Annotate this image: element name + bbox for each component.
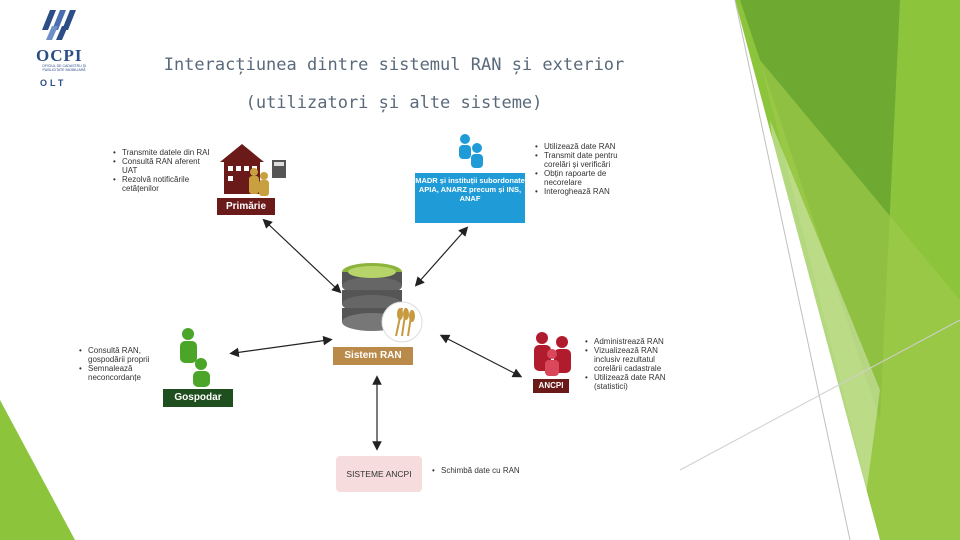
primarie-bullets: Transmite datele din RAI Consultă RAN af…	[112, 148, 210, 193]
users-red-icon	[534, 332, 571, 376]
sisteme-ancpi-box: SISTEME ANCPI	[336, 456, 422, 492]
list-item: Utilizează date RAN (statistici)	[584, 373, 684, 391]
list-item: Utilizează date RAN	[534, 142, 634, 151]
list-item: Obțin rapoarte de necorelare	[534, 169, 634, 187]
list-item: Interoghează RAN	[534, 187, 634, 196]
list-item: Schimbă date cu RAN	[431, 466, 521, 475]
wheat-icon	[381, 301, 423, 343]
logo-region: OLT	[40, 78, 67, 88]
slide-title-line1: Interacțiunea dintre sistemul RAN și ext…	[163, 55, 625, 75]
slide-title-line2: (utilizatori și alte sisteme)	[245, 93, 543, 113]
arrow-primarie-ran	[262, 218, 342, 294]
sistem-ran-box: Sistem RAN	[333, 347, 413, 365]
madr-bullets: Utilizează date RAN Transmit date pentru…	[534, 142, 634, 196]
list-item: Transmit date pentru corelări și verific…	[534, 151, 634, 169]
ocpi-logo: OCPI OFICIUL DE CADASTRU ȘI PUBLICITATE …	[28, 4, 100, 90]
ancpi-box: ANCPI	[533, 379, 569, 393]
arrow-madr-ran	[414, 226, 469, 287]
list-item: Rezolvă notificările cetățenilor	[112, 175, 210, 193]
gospodar-box: Gospodar	[163, 389, 233, 407]
list-item: Semnalează neconcordanțe	[78, 364, 164, 382]
list-item: Administrează RAN	[584, 337, 684, 346]
arrow-ancpi-ran	[439, 334, 523, 378]
list-item: Transmite datele din RAI	[112, 148, 210, 157]
logo-mark-icon	[42, 10, 76, 40]
logo-abbreviation: OCPI	[36, 46, 83, 65]
list-item: Vizualizează RAN inclusiv rezultatul cor…	[584, 346, 684, 373]
list-item: Consultă RAN, gospodării proprii	[78, 346, 164, 364]
arrow-gospodar-ran	[229, 335, 333, 358]
madr-box: MADR și instituții subordonate APIA, ANA…	[415, 173, 525, 223]
sisteme-ancpi-bullets: Schimbă date cu RAN	[431, 466, 521, 475]
ancpi-bullets: Administrează RAN Vizualizează RAN inclu…	[584, 337, 684, 391]
list-item: Consultă RAN aferent UAT	[112, 157, 210, 175]
logo-subtitle: OFICIUL DE CADASTRU ȘI PUBLICITATE IMOBI…	[41, 64, 86, 72]
database-icon	[342, 263, 423, 343]
user-green-icon	[180, 328, 210, 387]
primarie-box: Primărie	[217, 198, 275, 215]
gospodar-bullets: Consultă RAN, gospodării proprii Semnale…	[78, 346, 164, 382]
users-blue-icon	[459, 134, 483, 168]
house-icon	[220, 144, 286, 196]
